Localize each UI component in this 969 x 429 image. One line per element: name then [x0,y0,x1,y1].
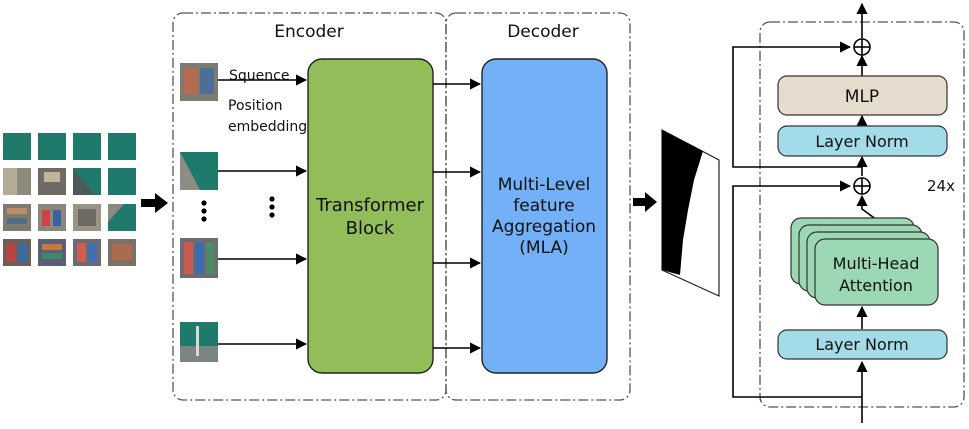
encoder-patch-2 [180,152,218,190]
encoder-title: Encoder [274,22,344,42]
mha-label-1: Multi-Head [833,254,920,273]
encoder-to-decoder-arrows [433,78,482,354]
mlp-block [777,75,948,116]
mla-label-2: feature [513,196,574,216]
mha-label-2: Attention [839,276,913,295]
encoder-patch-3 [180,238,218,278]
repeat-count: 24x [927,177,955,195]
mlp-label: MLP [845,87,879,107]
mla-label-4: (MLA) [519,238,568,258]
ellipsis-dots-right [269,196,275,218]
layer-norm-top-label: Layer Norm [815,132,908,151]
sequence-label: Squence [229,68,289,84]
encoder-patch-4 [180,322,218,362]
transformer-block-label-1: Transformer [315,195,425,216]
layer-norm-bottom-label: Layer Norm [815,335,908,354]
bold-right-arrow-icon [633,192,657,212]
encoder-input-arrows [218,74,308,350]
bold-right-arrow-icon [141,193,168,213]
decoder-title: Decoder [507,22,579,42]
transformer-block [307,58,434,374]
mla-label-1: Multi-Level [498,175,591,195]
layer-norm-bottom [777,329,948,360]
position-embedding-label-2: embedding [228,119,307,135]
circle-plus-icon [853,38,871,56]
input-patch-grid [3,133,136,266]
layer-norm-top [777,125,948,157]
segmentation-mask-icon [661,129,720,297]
transformer-block-label-2: Block [346,218,395,239]
ellipsis-dots-left [201,200,207,222]
decoder-dashed-frame [445,12,631,401]
position-embedding-label-1: Position [228,98,283,114]
mla-label-3: Aggregation [492,217,596,237]
mla-block [481,58,608,374]
encoder-patch-1 [180,63,218,101]
layer-flow-lines [732,2,878,423]
circle-plus-icon [853,177,871,195]
multi-head-attention-stack [790,217,939,306]
